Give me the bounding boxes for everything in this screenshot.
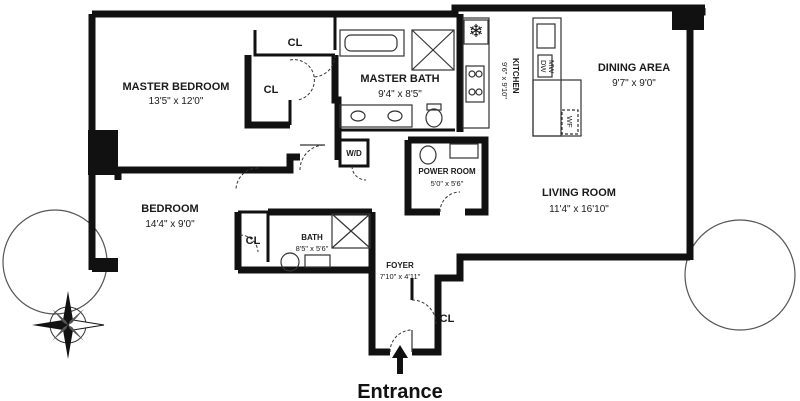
bedroom-label: BEDROOM: [141, 203, 198, 215]
bath-toilet: [280, 252, 300, 272]
bath-label: BATH: [301, 233, 323, 242]
foyer-label: FOYER: [386, 261, 414, 270]
interior-walls: [88, 14, 489, 350]
compass-rose-icon: [32, 291, 105, 359]
washer-dryer-label: W/D: [346, 149, 362, 158]
vanity: [339, 104, 413, 128]
bath-fixtures: [280, 213, 371, 272]
bedroom-dims: 14'4" x 9'0": [145, 219, 195, 230]
kitchen-label: KITCHEN: [511, 58, 520, 94]
dining-area-dims: 9'7" x 9'0": [612, 78, 656, 89]
bath-shower: [331, 213, 371, 249]
entrance-label: Entrance: [357, 381, 443, 401]
dishwasher-label: DW: [539, 60, 548, 73]
wine-fridge: [561, 109, 579, 135]
foyer-dims: 7'10" x 4'11": [380, 272, 421, 281]
power-room-dims: 5'0" x 5'6": [431, 179, 464, 188]
entrance-arrow-icon: [392, 345, 408, 374]
svg-text:❄: ❄: [468, 21, 483, 41]
living-room-label: LIVING ROOM: [542, 187, 616, 199]
window-circle-right: [684, 219, 796, 331]
master-bedroom-label: MASTER BEDROOM: [123, 81, 230, 93]
powder-room-fixtures: [419, 143, 479, 165]
master-bedroom-dims: 13'5" x 12'0": [149, 96, 204, 107]
shower: [411, 29, 455, 71]
doors: [235, 54, 461, 353]
kitchen-sink: [536, 23, 556, 49]
powder-sink: [449, 143, 479, 159]
toilet: [425, 108, 443, 128]
kitchen-dims: 9'6" x 9'10": [500, 62, 509, 99]
power-room-label: POWER ROOM: [418, 167, 476, 176]
wine-fridge-label: WF: [565, 116, 574, 128]
powder-toilet: [419, 145, 437, 165]
microwave: [537, 54, 553, 78]
bath-sink: [304, 254, 331, 268]
living-room-dims: 11'4" x 16'10": [549, 204, 609, 215]
closet-label-master: CL: [264, 84, 279, 96]
master-bath-dims: 9'4" x 8'5": [378, 89, 422, 100]
exterior-walls: [88, 4, 706, 356]
dining-area-label: DINING AREA: [598, 62, 670, 74]
cooktop: [465, 65, 485, 103]
closet-label-bedroom: CL: [246, 235, 261, 247]
bathtub: [339, 29, 405, 57]
master-bath-label: MASTER BATH: [360, 73, 439, 85]
refrigerator-icon: [463, 19, 489, 45]
kitchen-counter: [462, 17, 490, 129]
bath-dims: 8'5" x 5'6": [296, 244, 329, 253]
closet-label-foyer: CL: [440, 313, 455, 325]
closet-label-top: CL: [288, 37, 303, 49]
microwave-label: MW: [547, 60, 556, 74]
kitchen-fixtures: ❄: [462, 17, 582, 137]
master-bath-fixtures: [339, 29, 455, 128]
